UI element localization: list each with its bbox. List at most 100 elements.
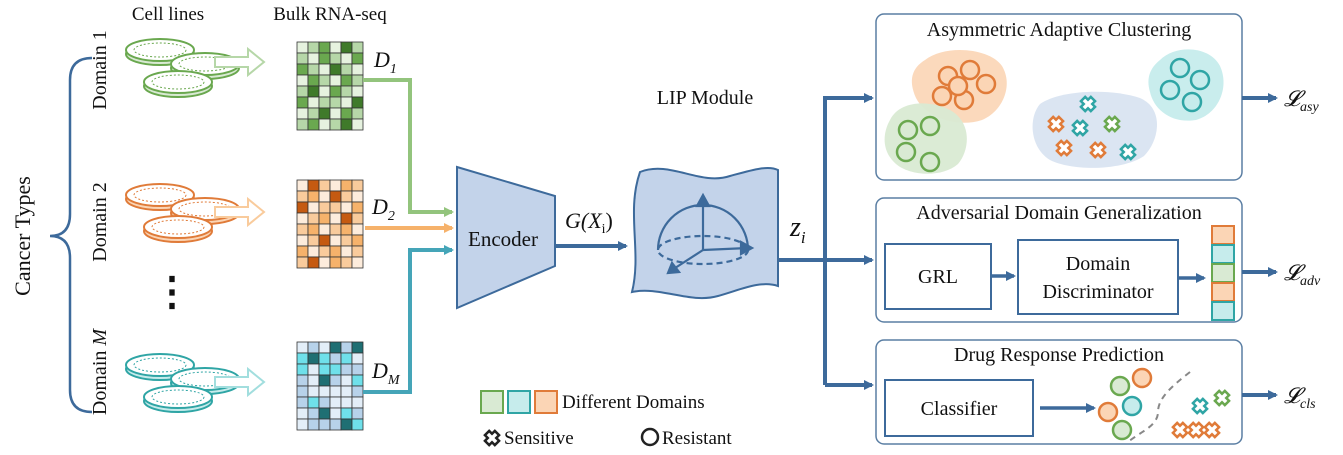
loss-cls-label: 𝓛cls: [1284, 383, 1316, 412]
matrix-cell: [340, 201, 353, 214]
matrix-cell: [351, 374, 364, 387]
matrix-cell: [340, 363, 353, 376]
cell-colony: [151, 74, 205, 90]
matrix-cell: [296, 190, 309, 203]
matrix-cell: [318, 374, 331, 387]
matrix-cell: [296, 96, 309, 109]
matrix-cell: [340, 41, 353, 54]
matrix-cell: [340, 256, 353, 269]
matrix-cell: [329, 52, 342, 65]
domain-prediction-cell: [1211, 301, 1235, 321]
resistant-sample: [1111, 419, 1133, 441]
clustering-title: Asymmetric Adaptive Clustering: [927, 19, 1191, 41]
matrix-cell: [318, 341, 331, 354]
cancer-types-brace: [49, 56, 93, 414]
matrix-cell: [296, 418, 309, 431]
matrix-cell: [351, 363, 364, 376]
resistant-sample: [895, 141, 917, 163]
matrix-cell: [296, 118, 309, 131]
matrix-cell: [351, 418, 364, 431]
matrix-cell: [351, 179, 364, 192]
domain-prediction-cell: [1211, 263, 1235, 283]
matrix-cell: [340, 352, 353, 365]
resistant-sample: [1169, 57, 1191, 79]
petri-dish-rim: [143, 215, 213, 239]
matrix-cell: [307, 407, 320, 420]
matrix-cell: [296, 396, 309, 409]
domain-prediction-cell: [1211, 244, 1235, 264]
legend-resistant-icon: [640, 427, 660, 447]
rnaseq-matrix-domain-2: [296, 179, 364, 269]
matrix-cell: [318, 190, 331, 203]
matrix-cell: [307, 190, 320, 203]
matrix-cell: [340, 245, 353, 258]
matrix-cell: [351, 256, 364, 269]
bulk-rnaseq-header: Bulk RNA-seq: [273, 4, 387, 25]
matrix-cell: [351, 52, 364, 65]
resistant-sample: [897, 119, 919, 141]
matrix-cell: [307, 374, 320, 387]
matrix-cell: [318, 385, 331, 398]
matrix-cell: [340, 96, 353, 109]
lip-module-surface: [630, 166, 779, 300]
matrix-cell: [318, 85, 331, 98]
resistant-sample: [959, 59, 981, 81]
classifier-block: [884, 379, 1034, 437]
matrix-cell: [296, 352, 309, 365]
matrix-cell: [351, 85, 364, 98]
hollow-arrow-domain-1: [214, 46, 266, 78]
cell-colony: [133, 187, 187, 203]
matrix-cell: [296, 201, 309, 214]
matrix-cell: [329, 223, 342, 236]
matrix-cell: [318, 363, 331, 376]
matrix-cell: [329, 190, 342, 203]
grl-label: GRL: [918, 266, 958, 288]
matrix-cell: [318, 52, 331, 65]
resistant-sample: [931, 85, 953, 107]
matrix-cell: [296, 363, 309, 376]
matrix-cell: [318, 201, 331, 214]
matrix-cell: [329, 396, 342, 409]
matrix-cell: [307, 52, 320, 65]
legend-sensitive-icon: [480, 426, 504, 450]
matrix-cell: [340, 418, 353, 431]
branch-to-clustering: [823, 93, 874, 385]
matrix-cell: [340, 52, 353, 65]
resistant-sample: [1109, 375, 1131, 397]
discriminator-label-line1: Domain: [1066, 253, 1130, 275]
matrix-cell: [340, 118, 353, 131]
loss-adv-label: 𝓛adv: [1284, 260, 1321, 289]
matrix-cell: [307, 41, 320, 54]
matrix-cell: [307, 256, 320, 269]
dm-label: DM: [371, 358, 401, 388]
matrix-cell: [318, 352, 331, 365]
cell-colony: [133, 357, 187, 373]
domain-1-flow: [363, 78, 454, 217]
lip-module-label: LIP Module: [657, 87, 754, 109]
matrix-cell: [318, 96, 331, 109]
matrix-cell: [351, 96, 364, 109]
matrix-cell: [351, 352, 364, 365]
matrix-cell: [318, 245, 331, 258]
matrix-cell: [329, 256, 342, 269]
resistant-sample: [1121, 395, 1143, 417]
matrix-cell: [296, 179, 309, 192]
matrix-cell: [296, 74, 309, 87]
matrix-cell: [307, 418, 320, 431]
domain-1-label: Domain 1: [89, 30, 111, 109]
encoder-output-label: G(Xi): [565, 208, 613, 237]
cluster-samples: [895, 57, 1211, 173]
d1-label: D1: [373, 47, 397, 77]
matrix-cell: [307, 341, 320, 354]
cell-colony: [133, 42, 187, 58]
matrix-cell: [351, 407, 364, 420]
matrix-cell: [318, 118, 331, 131]
matrix-cell: [340, 190, 353, 203]
matrix-cell: [318, 107, 331, 120]
matrix-cell: [329, 179, 342, 192]
cell-colony: [151, 219, 205, 235]
matrix-cell: [296, 245, 309, 258]
matrix-cell: [340, 374, 353, 387]
d2-label: D2: [371, 194, 395, 224]
matrix-cell: [329, 63, 342, 76]
